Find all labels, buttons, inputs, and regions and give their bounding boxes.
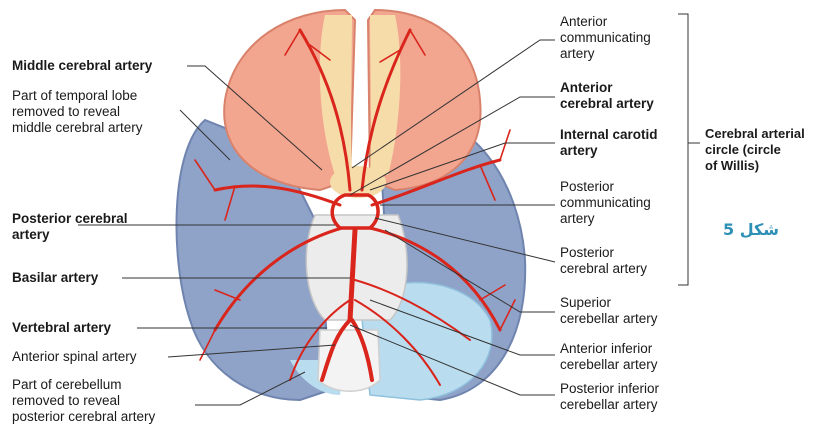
- label-temporal-lobe: Part of temporal lobe removed to reveal …: [12, 88, 143, 136]
- label-basilar-artery: Basilar artery: [12, 270, 98, 286]
- label-internal-carotid-artery: Internal carotid artery: [560, 127, 658, 159]
- label-posterior-inferior-cerebellar-artery: Posterior inferior cerebellar artery: [560, 381, 659, 413]
- label-anterior-communicating-artery: Anterior communicating artery: [560, 14, 651, 62]
- label-anterior-cerebral-artery: Anterior cerebral artery: [560, 80, 654, 112]
- label-superior-cerebellar-artery: Superior cerebellar artery: [560, 295, 658, 327]
- label-circle-of-willis: Cerebral arterial circle (circle of Will…: [705, 126, 805, 174]
- label-posterior-cerebral-artery-left: Posterior cerebral artery: [12, 211, 128, 243]
- optic-chiasm: [330, 166, 386, 198]
- label-cerebellum-removed: Part of cerebellum removed to reveal pos…: [12, 377, 155, 425]
- figure-number-tag: شكل 5: [723, 220, 779, 239]
- label-vertebral-artery: Vertebral artery: [12, 320, 111, 336]
- label-posterior-communicating-artery: Posterior communicating artery: [560, 179, 651, 227]
- circle-of-willis-bracket: [678, 14, 700, 285]
- label-middle-cerebral-artery: Middle cerebral artery: [12, 58, 152, 74]
- label-anterior-inferior-cerebellar-artery: Anterior inferior cerebellar artery: [560, 341, 658, 373]
- label-anterior-spinal-artery: Anterior spinal artery: [12, 349, 137, 365]
- label-posterior-cerebral-artery-right: Posterior cerebral artery: [560, 245, 647, 277]
